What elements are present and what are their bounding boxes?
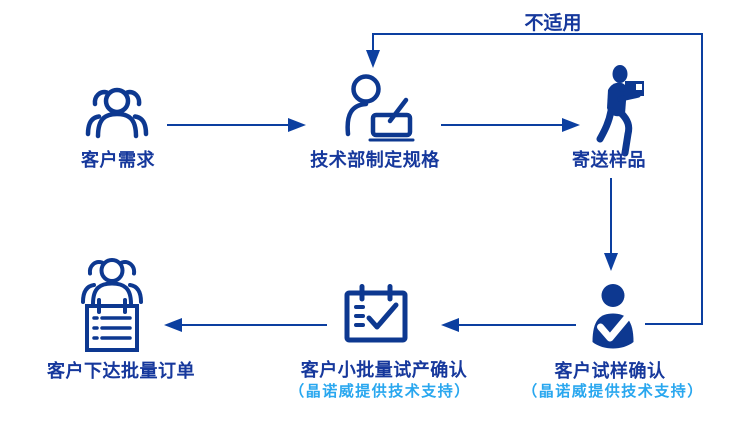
arrow-sample-confirm-to-pilot [441,318,576,332]
node-label-pilot-confirm: 客户小批量试产确认 [300,360,468,380]
engineer-writing-icon [340,70,420,149]
checklist-calendar-icon [344,284,408,351]
customers-order-icon [77,254,147,358]
courier-delivery-icon [596,64,648,166]
node-sublabel-pilot-confirm: （晶诺威提供技术支持） [289,383,471,400]
node-label-customer-demand: 客户需求 [81,150,155,170]
arrow-pilot-to-order [164,318,327,332]
arrow-demand-to-spec [167,118,306,132]
node-label-tech-spec: 技术部制定规格 [310,150,440,170]
person-check-icon [590,283,636,354]
arrow-spec-to-samples [441,118,580,132]
customers-group-icon [84,84,150,151]
node-label-send-samples: 寄送样品 [572,150,646,170]
not-applicable-label: 不适用 [524,13,582,34]
loop-not-applicable-line [366,33,703,325]
node-label-batch-order: 客户下达批量订单 [47,361,195,381]
node-sublabel-sample-confirm: （晶诺威提供技术支持） [522,383,704,400]
arrow-samples-to-sample-confirm [604,178,618,271]
node-label-sample-confirm: 客户试样确认 [554,361,666,381]
